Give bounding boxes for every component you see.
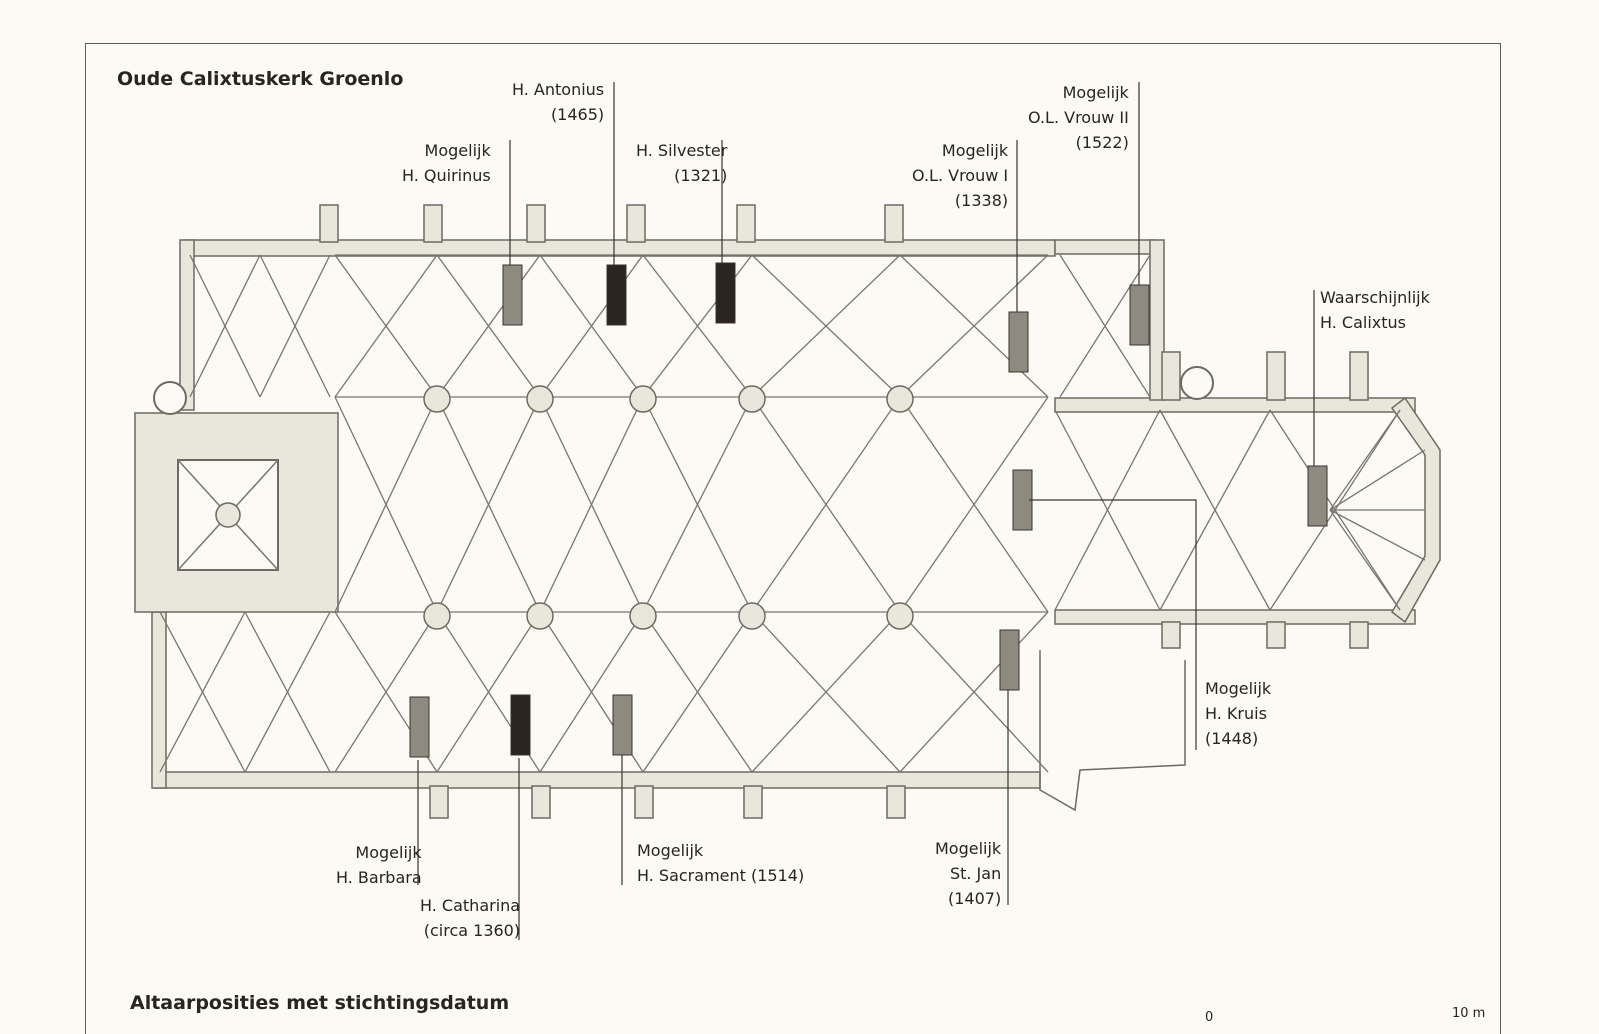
vault-rib bbox=[334, 611, 438, 773]
scale-start: 0 bbox=[1205, 1010, 1214, 1025]
nave-piers bbox=[423, 385, 914, 630]
buttress bbox=[531, 785, 551, 819]
west-wall-north bbox=[179, 239, 195, 411]
nave-pier bbox=[526, 602, 554, 630]
vault-rib bbox=[244, 611, 331, 773]
north-wall bbox=[184, 239, 1056, 257]
nave-pier bbox=[886, 602, 914, 630]
altar-barbara bbox=[409, 696, 430, 758]
nave-pier bbox=[423, 602, 451, 630]
leader-kruis bbox=[1029, 499, 1197, 750]
label-catharina: H. Catharina(circa 1360) bbox=[420, 896, 521, 940]
buttress bbox=[1161, 621, 1181, 649]
vault-rib bbox=[539, 396, 644, 613]
vault-rib bbox=[189, 254, 261, 398]
apse-wall bbox=[1390, 396, 1441, 624]
vault-rib bbox=[751, 396, 901, 613]
buttress bbox=[884, 204, 904, 243]
altar-jan bbox=[999, 629, 1020, 691]
altar-positions bbox=[409, 262, 1328, 758]
buttress bbox=[1266, 351, 1286, 401]
vault-rib bbox=[1159, 409, 1271, 611]
buttress bbox=[423, 204, 443, 243]
vault-rib bbox=[899, 611, 1049, 773]
buttress bbox=[429, 785, 449, 819]
diagram-frame bbox=[85, 43, 1501, 1034]
vault-rib bbox=[899, 254, 1049, 398]
buttress bbox=[1349, 621, 1369, 649]
label-silvester: H. Silvester(1321) bbox=[636, 141, 728, 185]
buttress bbox=[1266, 621, 1286, 649]
nave-pier bbox=[886, 385, 914, 413]
vault-rib bbox=[1329, 509, 1426, 561]
vault-rib bbox=[436, 396, 541, 613]
vault-rib bbox=[259, 254, 331, 398]
vault-rib bbox=[1329, 509, 1401, 611]
vault-ribs bbox=[159, 254, 1426, 773]
vault-rib bbox=[751, 254, 901, 398]
stair-turrets bbox=[153, 366, 1214, 415]
nave-pier bbox=[629, 385, 657, 413]
buttress bbox=[886, 785, 906, 819]
altar-vrouw2 bbox=[1129, 284, 1150, 346]
nave-pier bbox=[738, 602, 766, 630]
vault-rib bbox=[1054, 409, 1161, 611]
chapel-north-wall bbox=[1054, 239, 1156, 255]
nave-pier bbox=[629, 602, 657, 630]
plan-subtitle: Altaarposities met stichtingsdatum bbox=[130, 992, 510, 1014]
choir-south-wall bbox=[1054, 609, 1416, 625]
vault-rib bbox=[751, 611, 901, 773]
buttress bbox=[319, 204, 339, 243]
vault-rib bbox=[642, 611, 753, 773]
buttress bbox=[526, 204, 546, 243]
chapel-east-wall bbox=[1149, 239, 1165, 401]
south-annex bbox=[1039, 650, 1186, 812]
vault-rib bbox=[436, 611, 541, 773]
vault-rib bbox=[1059, 254, 1151, 398]
altar-antonius bbox=[606, 264, 627, 326]
vault-rib bbox=[899, 396, 1049, 613]
vault-rib bbox=[334, 396, 438, 613]
vault-rib bbox=[159, 611, 246, 773]
buttress bbox=[634, 785, 654, 819]
tower-inner bbox=[177, 459, 279, 571]
west-wall-south bbox=[151, 611, 167, 789]
altar-vrouw1 bbox=[1008, 311, 1029, 373]
nave-pier bbox=[738, 385, 766, 413]
scale-end: 10 m bbox=[1452, 1006, 1486, 1021]
vault-rib bbox=[1329, 449, 1426, 511]
buttress bbox=[1349, 351, 1369, 401]
choir-north-wall bbox=[1054, 397, 1416, 413]
altar-calixtus bbox=[1307, 465, 1328, 527]
buttress bbox=[743, 785, 763, 819]
vault-rib bbox=[1329, 409, 1401, 511]
altar-silvester bbox=[715, 262, 736, 324]
south-wall bbox=[154, 771, 1041, 789]
buttress bbox=[1161, 351, 1181, 401]
vault-rib bbox=[642, 396, 753, 613]
buttresses bbox=[319, 204, 1369, 819]
vault-rib bbox=[436, 254, 541, 398]
buttress bbox=[736, 204, 756, 243]
nave-pier bbox=[423, 385, 451, 413]
nave-pier bbox=[526, 385, 554, 413]
leader-lines bbox=[417, 82, 1315, 940]
vault-rib bbox=[334, 254, 438, 398]
plan-title: Oude Calixtuskerk Groenlo bbox=[117, 68, 404, 90]
buttress bbox=[626, 204, 646, 243]
altar-sacrament bbox=[612, 694, 633, 756]
altar-catharina bbox=[510, 694, 531, 756]
altar-quirinus bbox=[502, 264, 523, 326]
label-antonius: H. Antonius(1465) bbox=[512, 80, 605, 124]
vault-rib bbox=[539, 611, 644, 773]
